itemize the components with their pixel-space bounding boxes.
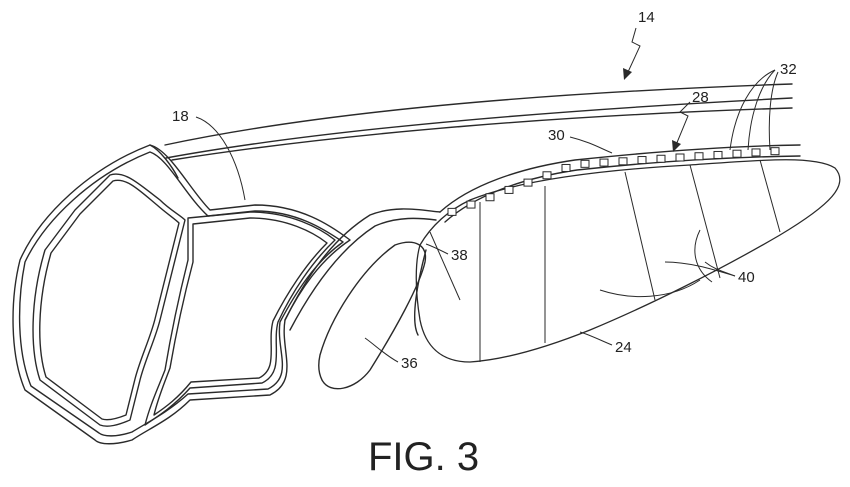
leader-32c [769,72,778,150]
arrow-14 [623,28,640,80]
label-24: 24 [615,339,632,356]
label-38: 38 [451,247,468,264]
leader-24 [580,332,612,345]
label-18: 18 [172,108,189,125]
strip-tab [600,159,608,166]
airbag-cushion [416,160,840,362]
strip-tab [695,153,703,160]
label-32: 32 [780,61,797,78]
label-14: 14 [638,9,655,26]
leader-30 [570,137,612,153]
strip-tab [657,155,665,162]
arrow-28 [672,102,690,152]
strip-tab [486,194,494,201]
strip-tab [714,151,722,158]
strip-tab [619,158,627,165]
strip-tab [562,164,570,171]
label-36: 36 [401,355,418,372]
label-28: 28 [692,89,709,106]
label-30: 30 [548,127,565,144]
leader-18 [196,117,245,200]
label-40: 40 [738,269,755,286]
strip-tab [543,172,551,179]
strip-tab [581,160,589,167]
strip-tab [448,208,456,215]
figure-title: FIG. 3 [368,435,479,479]
strip-tab [752,149,760,156]
strip-tab [733,150,741,157]
strip-tab [524,179,532,186]
strip-tab [638,157,646,164]
strip-tab [467,201,475,208]
strip-tab [676,154,684,161]
strip-tab [505,186,513,193]
strip-tab [771,148,779,155]
